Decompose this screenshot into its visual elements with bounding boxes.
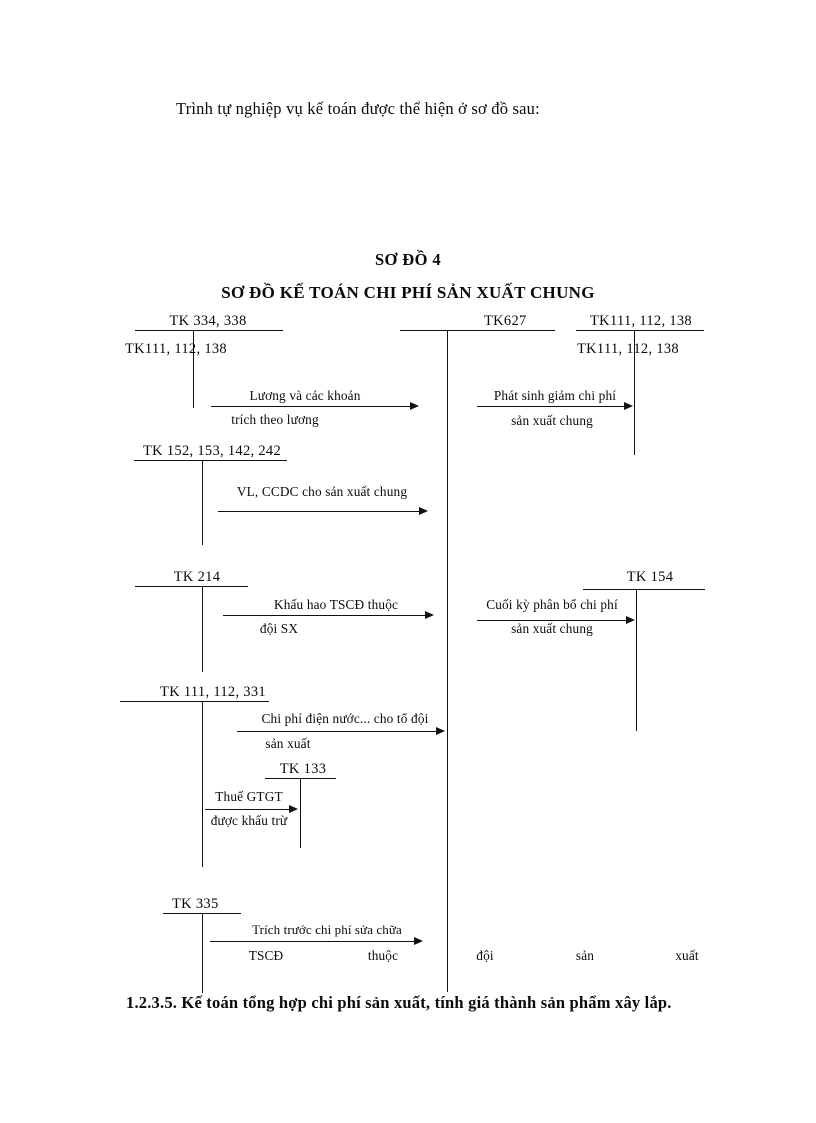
account-label-tk335: TK 335 [172,896,219,912]
flow-label-vl-ccdc: VL, CCDC cho sản xuất chung [236,484,408,499]
rule-tk111-112-138-right [576,330,704,331]
vline-tk627-main [447,330,448,992]
arrow-head-khau-hao [425,610,434,619]
account-label-tk152-153-142-242: TK 152, 153, 142, 242 [142,443,282,459]
account-label-tk214: TK 214 [173,569,221,585]
arrow-head-dien-nuoc [436,726,445,735]
arrow-line-cuoi-ky [477,620,627,621]
bottom-word-san: sản [575,948,595,963]
section-heading: 1.2.3.5. Kế toán tổng hợp chi phí sản xu… [126,993,672,1012]
flow-label-cuoi-ky-line2: sản xuất chung [511,621,593,636]
flow-label-cuoi-ky-line1: Cuối kỳ phân bổ chi phí [486,597,618,612]
vline-tk111-112-331 [202,701,203,867]
arrow-head-luong [410,401,419,410]
flow-label-dien-nuoc-line1: Chi phí điện nước... cho tổ đội [261,711,429,726]
vline-tk335 [202,913,203,993]
arrow-line-luong [211,406,411,407]
page-subtitle: SƠ ĐỒ KẾ TOÁN CHI PHÍ SẢN XUẤT CHUNG [221,283,595,302]
arrow-head-cuoi-ky [626,615,635,624]
flow-label-phat-sinh-giam-line2: sản xuất chung [511,413,593,428]
account-label-tk154: TK 154 [626,569,674,585]
vline-tk214 [202,586,203,672]
bottom-word-thuoc: thuộc [367,948,399,963]
flow-label-khau-hao-line2: đội SX [259,621,299,636]
arrow-line-phat-sinh-giam [477,406,625,407]
rule-tk111-112-331 [120,701,269,702]
account-label-tk111-112-138-left: TK111, 112, 138 [125,341,227,357]
rule-tk627 [400,330,555,331]
account-label-tk334-338: TK 334, 338 [169,313,247,329]
arrow-head-trich-truoc [414,936,423,945]
arrow-head-thue-gtgt [289,804,298,813]
rule-tk152-153-142-242 [134,460,287,461]
arrow-line-trich-truoc [210,941,415,942]
page-title: SƠ ĐỒ 4 [374,250,442,269]
vline-tk111-112-138-right [634,330,635,455]
arrow-line-vl-ccdc [218,511,420,512]
rule-tk154 [583,589,705,590]
vline-tk154 [636,589,637,731]
flow-label-thue-gtgt-line1: Thuế GTGT [215,789,283,804]
vline-tk133 [300,778,301,848]
flow-label-luong-line2: trích theo lương [231,412,319,427]
arrow-line-thue-gtgt [205,809,290,810]
account-label-tk133: TK 133 [279,761,327,777]
account-label-tk111-112-138-second: TK111, 112, 138 [577,341,679,357]
flow-label-trich-truoc: Trích trước chi phí sửa chữa [252,922,402,937]
account-label-tk627: TK627 [484,313,527,329]
bottom-word-xuat: xuất [675,948,699,963]
account-label-tk111-112-331: TK 111, 112, 331 [160,684,266,700]
bottom-word-tscd: TSCĐ [248,948,284,963]
flow-label-luong-line1: Lương và các khoản [249,388,361,403]
arrow-head-vl-ccdc [419,506,428,515]
flow-label-khau-hao-line1: Khấu hao TSCĐ thuộc [273,597,399,612]
arrow-line-khau-hao [223,615,426,616]
arrow-head-phat-sinh-giam [624,401,633,410]
account-label-tk111-112-138-top: TK111, 112, 138 [590,313,692,329]
flow-label-thue-gtgt-line2: được khấu trừ [210,813,288,828]
intro-paragraph: Trình tự nghiệp vụ kế toán được thể hiện… [176,99,540,118]
vline-tk334-338 [193,330,194,408]
flow-label-phat-sinh-giam-line1: Phát sinh giảm chi phí [493,388,617,403]
arrow-line-dien-nuoc [237,731,437,732]
rule-tk334-338 [135,330,283,331]
flow-label-dien-nuoc-line2: sản xuất [265,736,311,751]
vline-tk152-153-142-242 [202,460,203,545]
bottom-word-doi: đội [476,948,494,963]
rule-tk214 [135,586,248,587]
